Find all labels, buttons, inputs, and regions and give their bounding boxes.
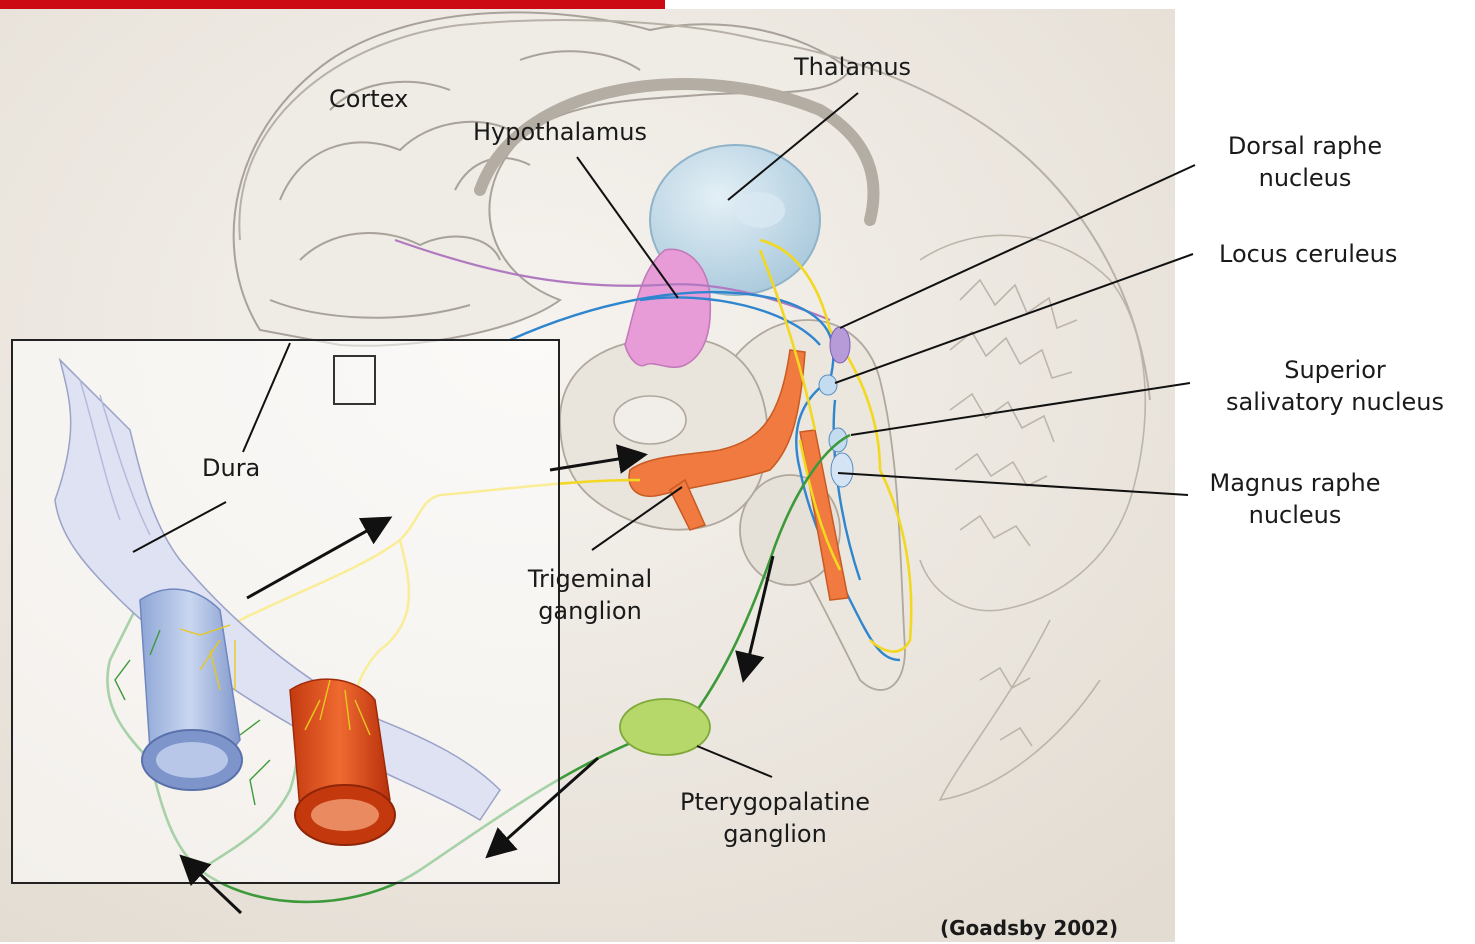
label-superior-salivatory-nucleus: Superior salivatory nucleus <box>1208 354 1462 418</box>
label-pterygopalatine-line2: ganglion <box>660 818 890 850</box>
optic-chiasm <box>614 396 686 444</box>
accent-bar <box>0 0 665 9</box>
label-dorsal-raphe-line1: Dorsal raphe <box>1205 130 1405 162</box>
label-dorsal-raphe-nucleus: Dorsal raphe nucleus <box>1205 130 1405 194</box>
magnus-raphe-nucleus-structure <box>831 453 853 487</box>
label-pterygopalatine-ganglion: Pterygopalatine ganglion <box>660 786 890 850</box>
label-thalamus: Thalamus <box>794 51 911 83</box>
label-superior-salivatory-line1: Superior <box>1208 354 1462 386</box>
label-trigeminal-ganglion: Trigeminal ganglion <box>505 563 675 627</box>
source-credit: (Goadsby 2002) <box>940 912 1118 944</box>
label-magnus-raphe-nucleus: Magnus raphe nucleus <box>1200 467 1390 531</box>
label-cortex: Cortex <box>329 83 408 115</box>
locus-ceruleus-structure <box>819 375 837 395</box>
label-dorsal-raphe-line2: nucleus <box>1205 162 1405 194</box>
label-hypothalamus: Hypothalamus <box>473 116 647 148</box>
pterygopalatine-ganglion-structure <box>620 699 710 755</box>
label-magnus-raphe-line2: nucleus <box>1200 499 1390 531</box>
label-locus-ceruleus: Locus ceruleus <box>1219 238 1397 270</box>
label-superior-salivatory-line2: salivatory nucleus <box>1208 386 1462 418</box>
label-pterygopalatine-line1: Pterygopalatine <box>660 786 890 818</box>
label-trigeminal-line1: Trigeminal <box>505 563 675 595</box>
label-dura: Dura <box>202 452 260 484</box>
dorsal-raphe-nucleus-structure <box>830 327 850 363</box>
label-magnus-raphe-line1: Magnus raphe <box>1200 467 1390 499</box>
label-trigeminal-line2: ganglion <box>505 595 675 627</box>
